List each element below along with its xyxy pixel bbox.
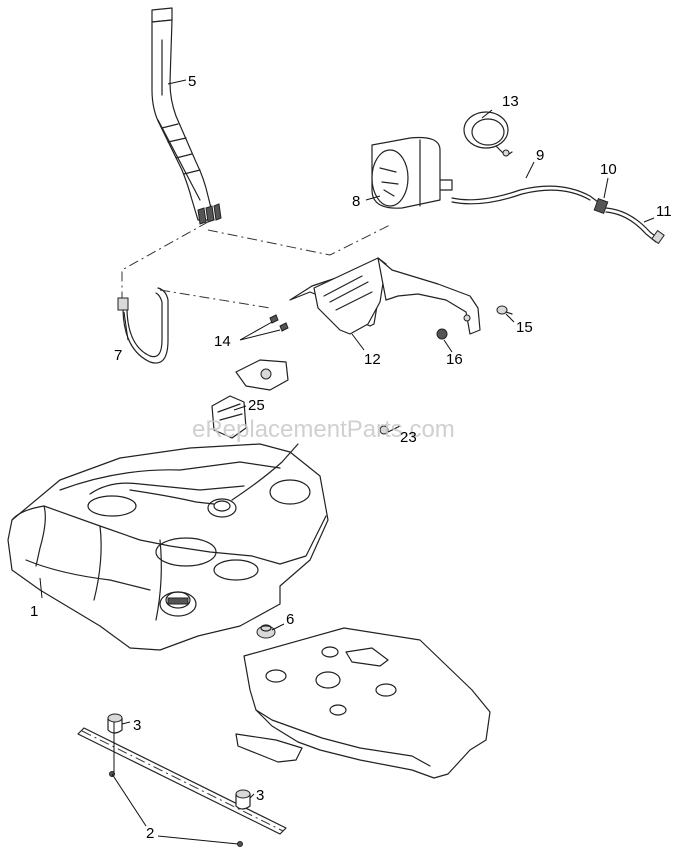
callout-6: 6 — [286, 611, 294, 628]
watermark-text: eReplacementParts.com — [192, 416, 455, 443]
grommet-23-part[interactable] — [379, 425, 389, 435]
purge-line-part[interactable] — [605, 207, 665, 245]
callout-10: 10 — [600, 161, 617, 178]
canister-strap-part[interactable] — [463, 111, 513, 157]
charcoal-canister-part[interactable] — [371, 136, 453, 209]
rubber-pad-3b-part[interactable] — [235, 789, 251, 810]
callout-14: 14 — [214, 333, 231, 350]
rubber-pad-3a-part[interactable] — [107, 713, 123, 734]
nut-16-part[interactable] — [436, 328, 448, 340]
leader-lines — [39, 79, 655, 845]
connection-line — [121, 221, 209, 300]
heat-shield-part[interactable] — [289, 257, 481, 335]
bottom-strap — [77, 727, 287, 835]
callout-2: 2 — [146, 825, 154, 842]
plug-6-part[interactable] — [256, 624, 276, 639]
connection-line — [159, 289, 271, 309]
callout-9: 9 — [536, 147, 544, 164]
callout-3a: 3 — [133, 717, 141, 734]
callout-16: 16 — [446, 351, 463, 368]
fastener-14-part[interactable] — [269, 314, 289, 332]
filler-neck-part[interactable] — [151, 7, 222, 225]
callout-7: 7 — [114, 347, 122, 364]
connection-line — [207, 223, 393, 256]
callout-1: 1 — [30, 603, 38, 620]
bracket-25-part[interactable] — [211, 359, 289, 439]
callout-5: 5 — [188, 73, 196, 90]
screw-2b-part[interactable] — [237, 841, 243, 847]
callout-25: 25 — [248, 397, 265, 414]
callout-13: 13 — [502, 93, 519, 110]
vapor-line-part[interactable] — [451, 185, 599, 205]
callout-23: 23 — [400, 429, 417, 446]
callout-8: 8 — [352, 193, 360, 210]
bolt-15-part[interactable] — [496, 305, 513, 315]
tank-skid-plate — [235, 627, 491, 779]
callout-11: 11 — [656, 203, 672, 220]
callout-3b: 3 — [256, 787, 264, 804]
callout-15: 15 — [516, 319, 533, 336]
fuel-tank-part[interactable] — [7, 443, 329, 651]
vent-hose-part[interactable] — [117, 287, 169, 364]
callout-12: 12 — [364, 351, 381, 368]
